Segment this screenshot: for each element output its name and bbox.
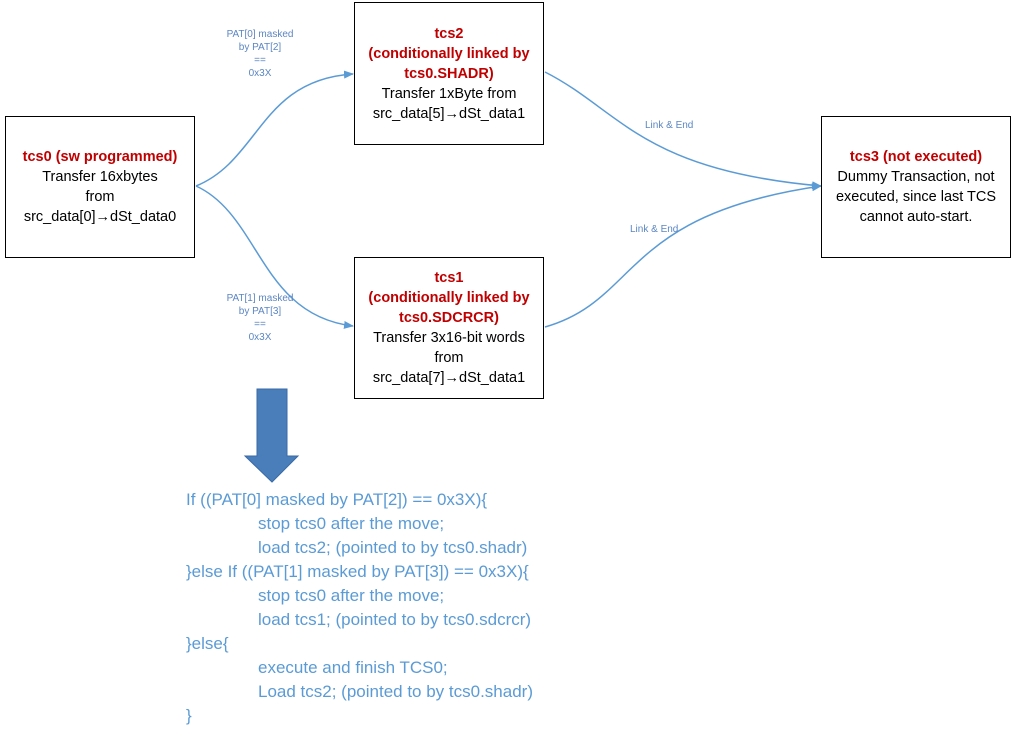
pseudocode-line: load tcs1; (pointed to by tcs0.sdcrcr)	[258, 610, 532, 629]
node-tcs3-title: tcs3 (not executed)	[849, 149, 983, 165]
edge-label-tcs2-tcs3: Link & End	[645, 120, 694, 131]
pseudocode-block: If ((PAT[0] masked by PAT[2]) == 0x3X){ …	[186, 488, 533, 728]
node-tcs2-title: tcs2 (conditionally linked by tcs0.SHADR…	[368, 25, 530, 82]
node-tcs3-body: Dummy Transaction, not executed, since l…	[835, 169, 997, 225]
edge-label-tcs0-tcs2: PAT[0] masked by PAT[2] == 0x3X	[226, 29, 294, 79]
pseudocode-line: If ((PAT[0] masked by PAT[2]) == 0x3X){	[186, 490, 488, 509]
node-tcs2-body: Transfer 1xByte from src_data[5]→dSt_dat…	[372, 85, 526, 122]
node-tcs1-body: Transfer 3x16-bit words from src_data[7]…	[372, 330, 526, 386]
pseudocode-line: load tcs2; (pointed to by tcs0.shadr)	[258, 538, 528, 557]
pseudocode-line: }else{	[186, 634, 229, 653]
pseudocode-line: stop tcs0 after the move;	[258, 514, 445, 533]
down-arrow-icon	[243, 388, 300, 483]
edge-label-tcs0-tcs1: PAT[1] masked by PAT[3] == 0x3X	[226, 293, 294, 343]
node-tcs0-body: Transfer 16xbytes from src_data[0]→dSt_d…	[23, 169, 177, 225]
edge-label-tcs1-tcs3: Link & End	[630, 224, 679, 235]
edge-tcs0-to-tcs2	[195, 70, 354, 187]
pseudocode-line: stop tcs0 after the move;	[258, 586, 445, 605]
pseudocode-line: execute and finish TCS0;	[258, 658, 448, 677]
pseudocode-line: }else If ((PAT[1] masked by PAT[3]) == 0…	[186, 562, 529, 581]
pseudocode-line: Load tcs2; (pointed to by tcs0.shadr)	[258, 682, 533, 701]
node-tcs3: tcs3 (not executed) Dummy Transaction, n…	[821, 116, 1011, 258]
pseudocode-line: }	[186, 706, 192, 725]
node-tcs1-title: tcs1 (conditionally linked by tcs0.SDCRC…	[368, 270, 530, 326]
node-tcs0-title: tcs0 (sw programmed)	[22, 149, 178, 165]
edge-tcs0-to-tcs1	[195, 185, 354, 329]
node-tcs0: tcs0 (sw programmed) Transfer 16xbytes f…	[5, 116, 195, 258]
node-tcs1: tcs1 (conditionally linked by tcs0.SDCRC…	[354, 257, 544, 399]
edge-tcs1-to-tcs3	[544, 183, 822, 328]
edge-tcs2-to-tcs3	[544, 71, 822, 190]
node-tcs2: tcs2 (conditionally linked by tcs0.SHADR…	[354, 2, 544, 145]
